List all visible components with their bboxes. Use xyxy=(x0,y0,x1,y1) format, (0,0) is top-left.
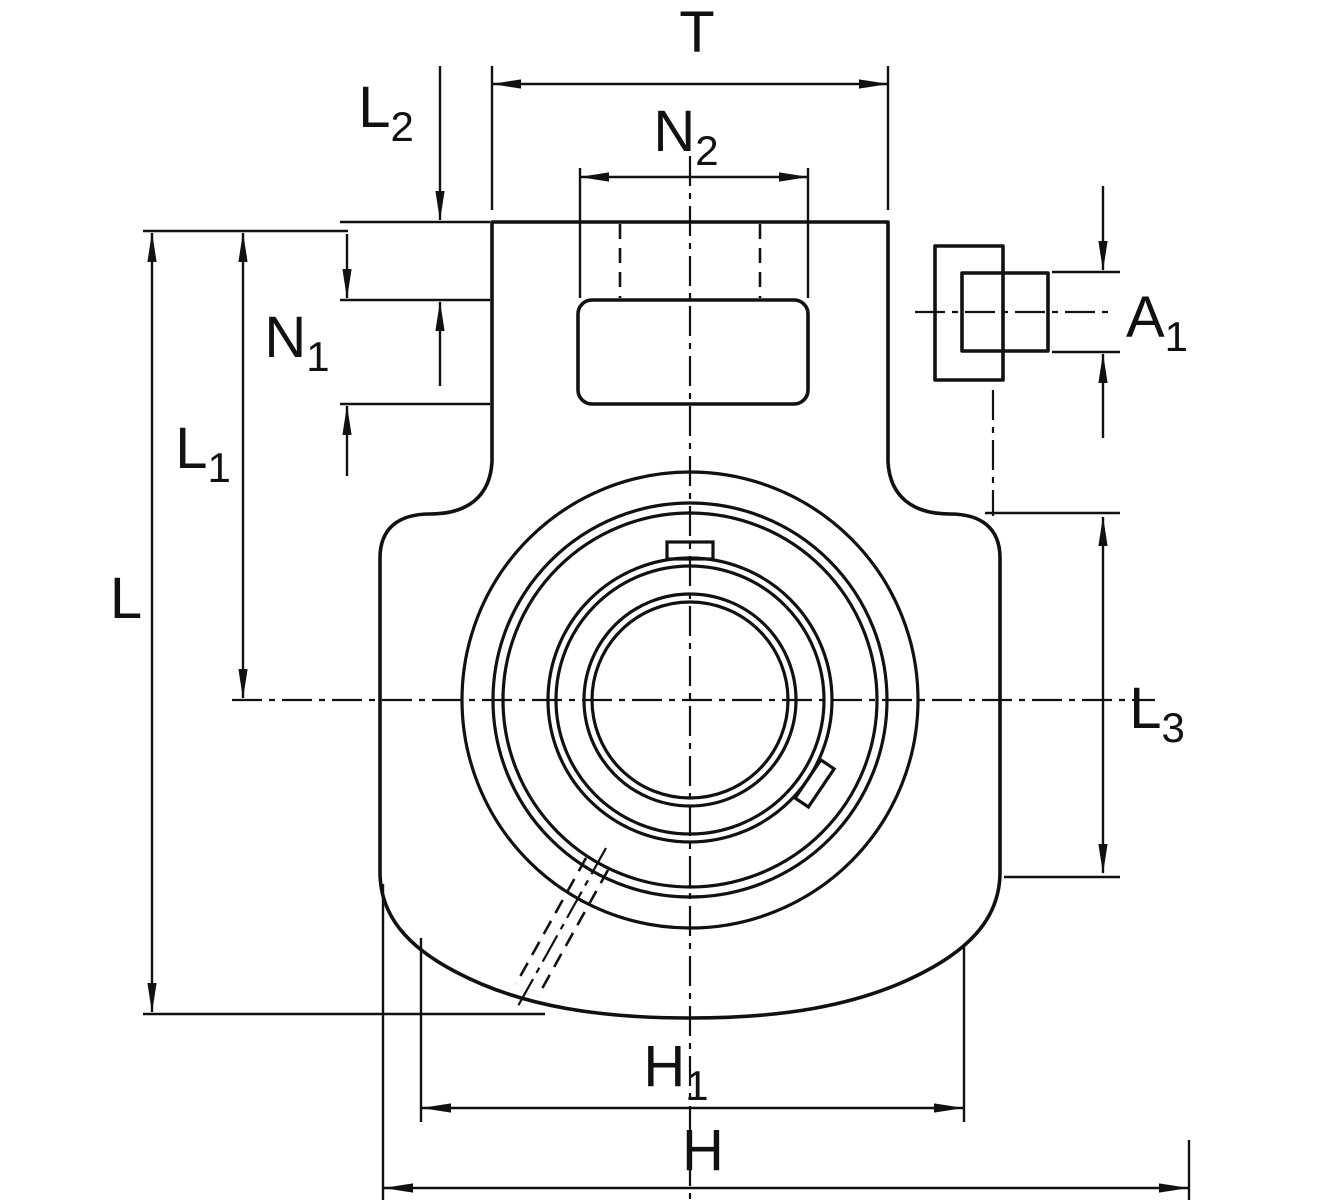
dimension-label-T: T xyxy=(679,0,714,65)
dimension-L3: L3 xyxy=(1098,516,1185,874)
side-plate-tab xyxy=(960,271,1050,353)
shaft-bore-chamfer-circle xyxy=(590,600,790,800)
locking-tab-side-rect xyxy=(792,757,837,810)
dimension-label-L: L xyxy=(110,566,142,631)
hidden-lubrication-hole xyxy=(514,847,610,1007)
side-plate-outer xyxy=(933,244,1005,382)
dimension-L: L xyxy=(110,232,157,1013)
hole-hidden-edge-2 xyxy=(536,869,610,997)
dimension-N1: N1 xyxy=(264,234,352,476)
dimension-T: T xyxy=(491,0,889,89)
dimension-N2: N2 xyxy=(579,99,809,182)
dimension-label-L3: L3 xyxy=(1129,676,1185,751)
dimension-label-N1: N1 xyxy=(264,305,329,380)
locking-tab-top xyxy=(665,540,715,561)
dimension-label-N2: N2 xyxy=(653,99,718,174)
dimension-L1: L1 xyxy=(175,232,248,699)
locking-tab-side xyxy=(792,757,837,810)
dimension-label-L2: L2 xyxy=(358,75,414,150)
hole-centerline xyxy=(517,847,607,1007)
extension-lines xyxy=(143,66,1191,1200)
centerlines xyxy=(232,156,1155,1200)
dimension-H1: H1 xyxy=(421,1034,964,1113)
top-slot xyxy=(576,224,810,406)
shaft-bore-circle xyxy=(582,592,798,808)
side-plate-section xyxy=(933,244,1050,382)
inner-ring-inner-circle xyxy=(554,564,826,836)
slot-outline xyxy=(576,298,810,406)
dimension-label-H1: H1 xyxy=(643,1034,708,1109)
outer-ring-od-circle xyxy=(491,501,889,899)
outer-ring-inner-circle xyxy=(501,511,879,889)
housing-body xyxy=(378,220,1002,1020)
bearing-rings xyxy=(460,470,920,930)
dimension-A1: A1 xyxy=(1098,186,1188,438)
hole-hidden-edge-1 xyxy=(514,857,588,985)
housing-outline xyxy=(378,220,1002,1020)
housing-bore-circle xyxy=(460,470,920,930)
dimension-label-A1: A1 xyxy=(1126,285,1188,360)
dimension-label-H: H xyxy=(682,1118,724,1183)
dimension-L2: L2 xyxy=(358,66,445,386)
dimension-H: H xyxy=(383,1118,1189,1193)
dimension-label-L1: L1 xyxy=(175,416,231,491)
